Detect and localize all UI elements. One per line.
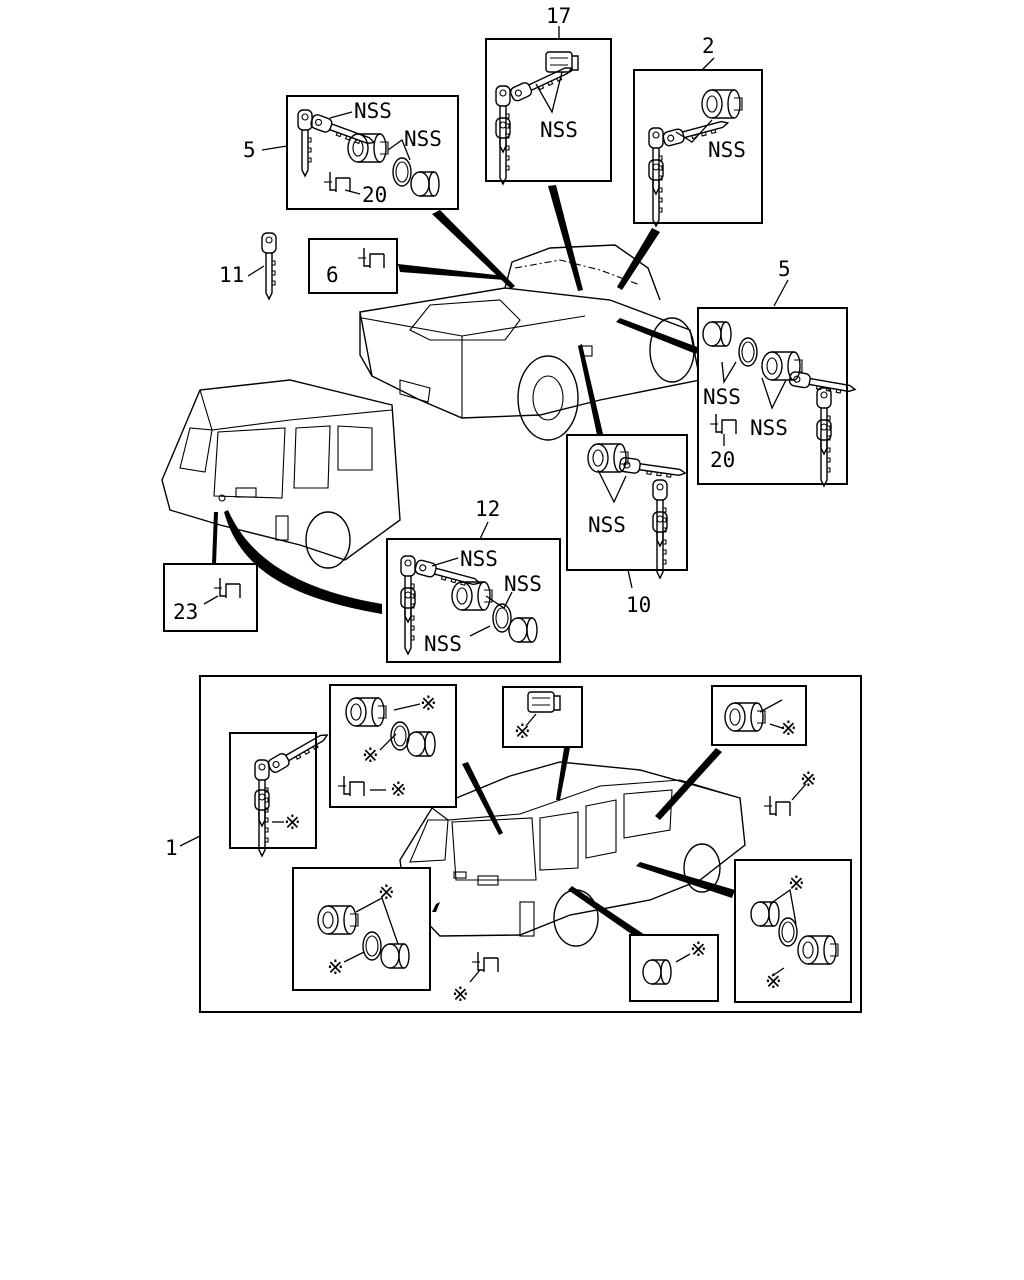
star-note: ※ [284, 810, 301, 834]
nss-label: NSS [540, 118, 578, 142]
part-box-5-tailgate [697, 307, 848, 485]
part-box-key-set [229, 732, 317, 849]
nss-label: NSS [460, 547, 498, 571]
star-note: ※ [780, 716, 797, 740]
callout-17: 17 [546, 4, 571, 28]
star-note: ※ [378, 880, 395, 904]
nss-label: NSS [708, 138, 746, 162]
part-box-latch [502, 686, 583, 748]
part-box-10-cylinder [566, 434, 688, 571]
part-box-tailgate-cylinder-set [734, 859, 852, 1003]
callout-10: 10 [626, 593, 651, 617]
nss-label: NSS [404, 127, 442, 151]
nss-label: NSS [703, 385, 741, 409]
star-note: ※ [362, 743, 379, 767]
star-note: ※ [420, 691, 437, 715]
part-box-17-latch [485, 38, 612, 182]
part-box-2-cylinder [633, 69, 763, 224]
part-box-23-clip [163, 563, 258, 632]
nss-label: NSS [750, 416, 788, 440]
callout-20: 20 [362, 183, 387, 207]
callout-5: 5 [778, 257, 791, 281]
callout-12: 12 [475, 497, 500, 521]
part-box-rear-cylinder-set [292, 867, 431, 991]
callout-6: 6 [326, 263, 339, 287]
callout-5: 5 [243, 138, 256, 162]
star-note: ※ [514, 719, 531, 743]
part-box-6-clip [308, 238, 398, 294]
callout-11: 11 [219, 263, 244, 287]
pickup-truck-illustration [359, 244, 701, 441]
star-note: ※ [327, 955, 344, 979]
station-wagon-illustration [161, 379, 401, 569]
key-part-11 [261, 232, 277, 300]
star-note: ※ [452, 982, 469, 1006]
part-box-single-cylinder [711, 685, 807, 746]
callout-23: 23 [173, 600, 198, 624]
nss-label: NSS [424, 632, 462, 656]
star-note: ※ [690, 937, 707, 961]
nss-label: NSS [504, 572, 542, 596]
part-box-small-cylinder [629, 934, 719, 1002]
callout-1: 1 [165, 836, 178, 860]
callout-20: 20 [710, 448, 735, 472]
callout-2: 2 [702, 34, 715, 58]
nss-label: NSS [588, 513, 626, 537]
star-note: ※ [788, 871, 805, 895]
star-note: ※ [390, 777, 407, 801]
nss-label: NSS [354, 99, 392, 123]
star-note: ※ [765, 969, 782, 993]
star-note: ※ [800, 767, 817, 791]
